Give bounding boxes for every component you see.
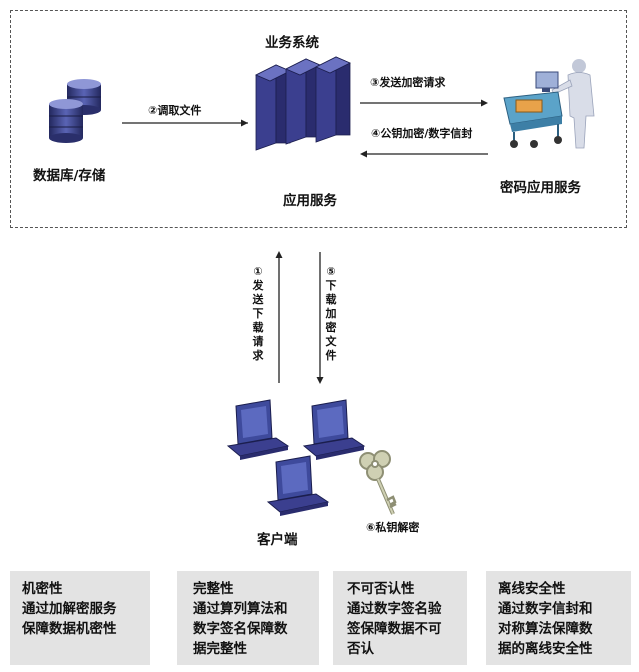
envelope-label: ④公钥加密/数字信封	[371, 127, 473, 140]
card-non-repudiation: 不可否认性 通过数字签名验 签保障数据不可 否认	[333, 571, 467, 665]
card-offline-security: 离线安全性 通过数字信封和 对称算法保障数 据的离线安全性	[486, 571, 631, 665]
card-line: 数字签名保障数	[193, 621, 288, 637]
card-title: 完整性	[193, 581, 234, 597]
card-title: 机密性	[22, 581, 63, 597]
key-icon	[359, 450, 397, 515]
card-integrity: 完整性 通过算列算法和 数字签名保障数 据完整性	[177, 571, 319, 665]
crypto-service-label: 密码应用服务	[500, 180, 581, 196]
fetch-file-arrow	[122, 119, 248, 127]
card-line: 据的离线安全性	[498, 641, 593, 657]
download-file-label: ⑤下载加密文件	[325, 265, 337, 362]
card-title: 离线安全性	[498, 581, 566, 597]
envelope-arrow	[360, 150, 488, 158]
server-icon	[255, 56, 351, 151]
decrypt-label: ⑥私钥解密	[366, 521, 420, 534]
download-request-label: ①发送下载请求	[252, 265, 264, 362]
card-line: 通过算列算法和	[193, 601, 288, 617]
business-system-boundary	[10, 10, 627, 228]
card-line: 通过数字签名验	[347, 601, 442, 617]
card-line: 否认	[347, 641, 374, 657]
business-system-title: 业务系统	[265, 35, 319, 51]
send-encrypt-arrow	[360, 99, 488, 107]
crypto-service-icon	[503, 59, 595, 149]
database-icon	[49, 79, 101, 143]
card-line: 据完整性	[193, 641, 247, 657]
fetch-file-label: ②调取文件	[148, 104, 202, 117]
card-confidentiality: 机密性 通过加解密服务 保障数据机密性	[10, 571, 150, 665]
send-encrypt-label: ③发送加密请求	[370, 76, 446, 89]
download-request-arrow	[275, 251, 283, 383]
card-line: 对称算法保障数	[498, 621, 593, 637]
client-label: 客户端	[257, 532, 298, 548]
card-title: 不可否认性	[347, 581, 415, 597]
card-line: 通过加解密服务	[22, 601, 117, 617]
database-label: 数据库/存储	[33, 168, 106, 184]
download-file-arrow	[316, 252, 324, 384]
app-service-label: 应用服务	[283, 193, 337, 209]
card-line: 保障数据机密性	[22, 621, 117, 637]
card-line: 签保障数据不可	[347, 621, 442, 637]
card-line: 通过数字信封和	[498, 601, 593, 617]
client-computers-icon	[226, 399, 366, 516]
